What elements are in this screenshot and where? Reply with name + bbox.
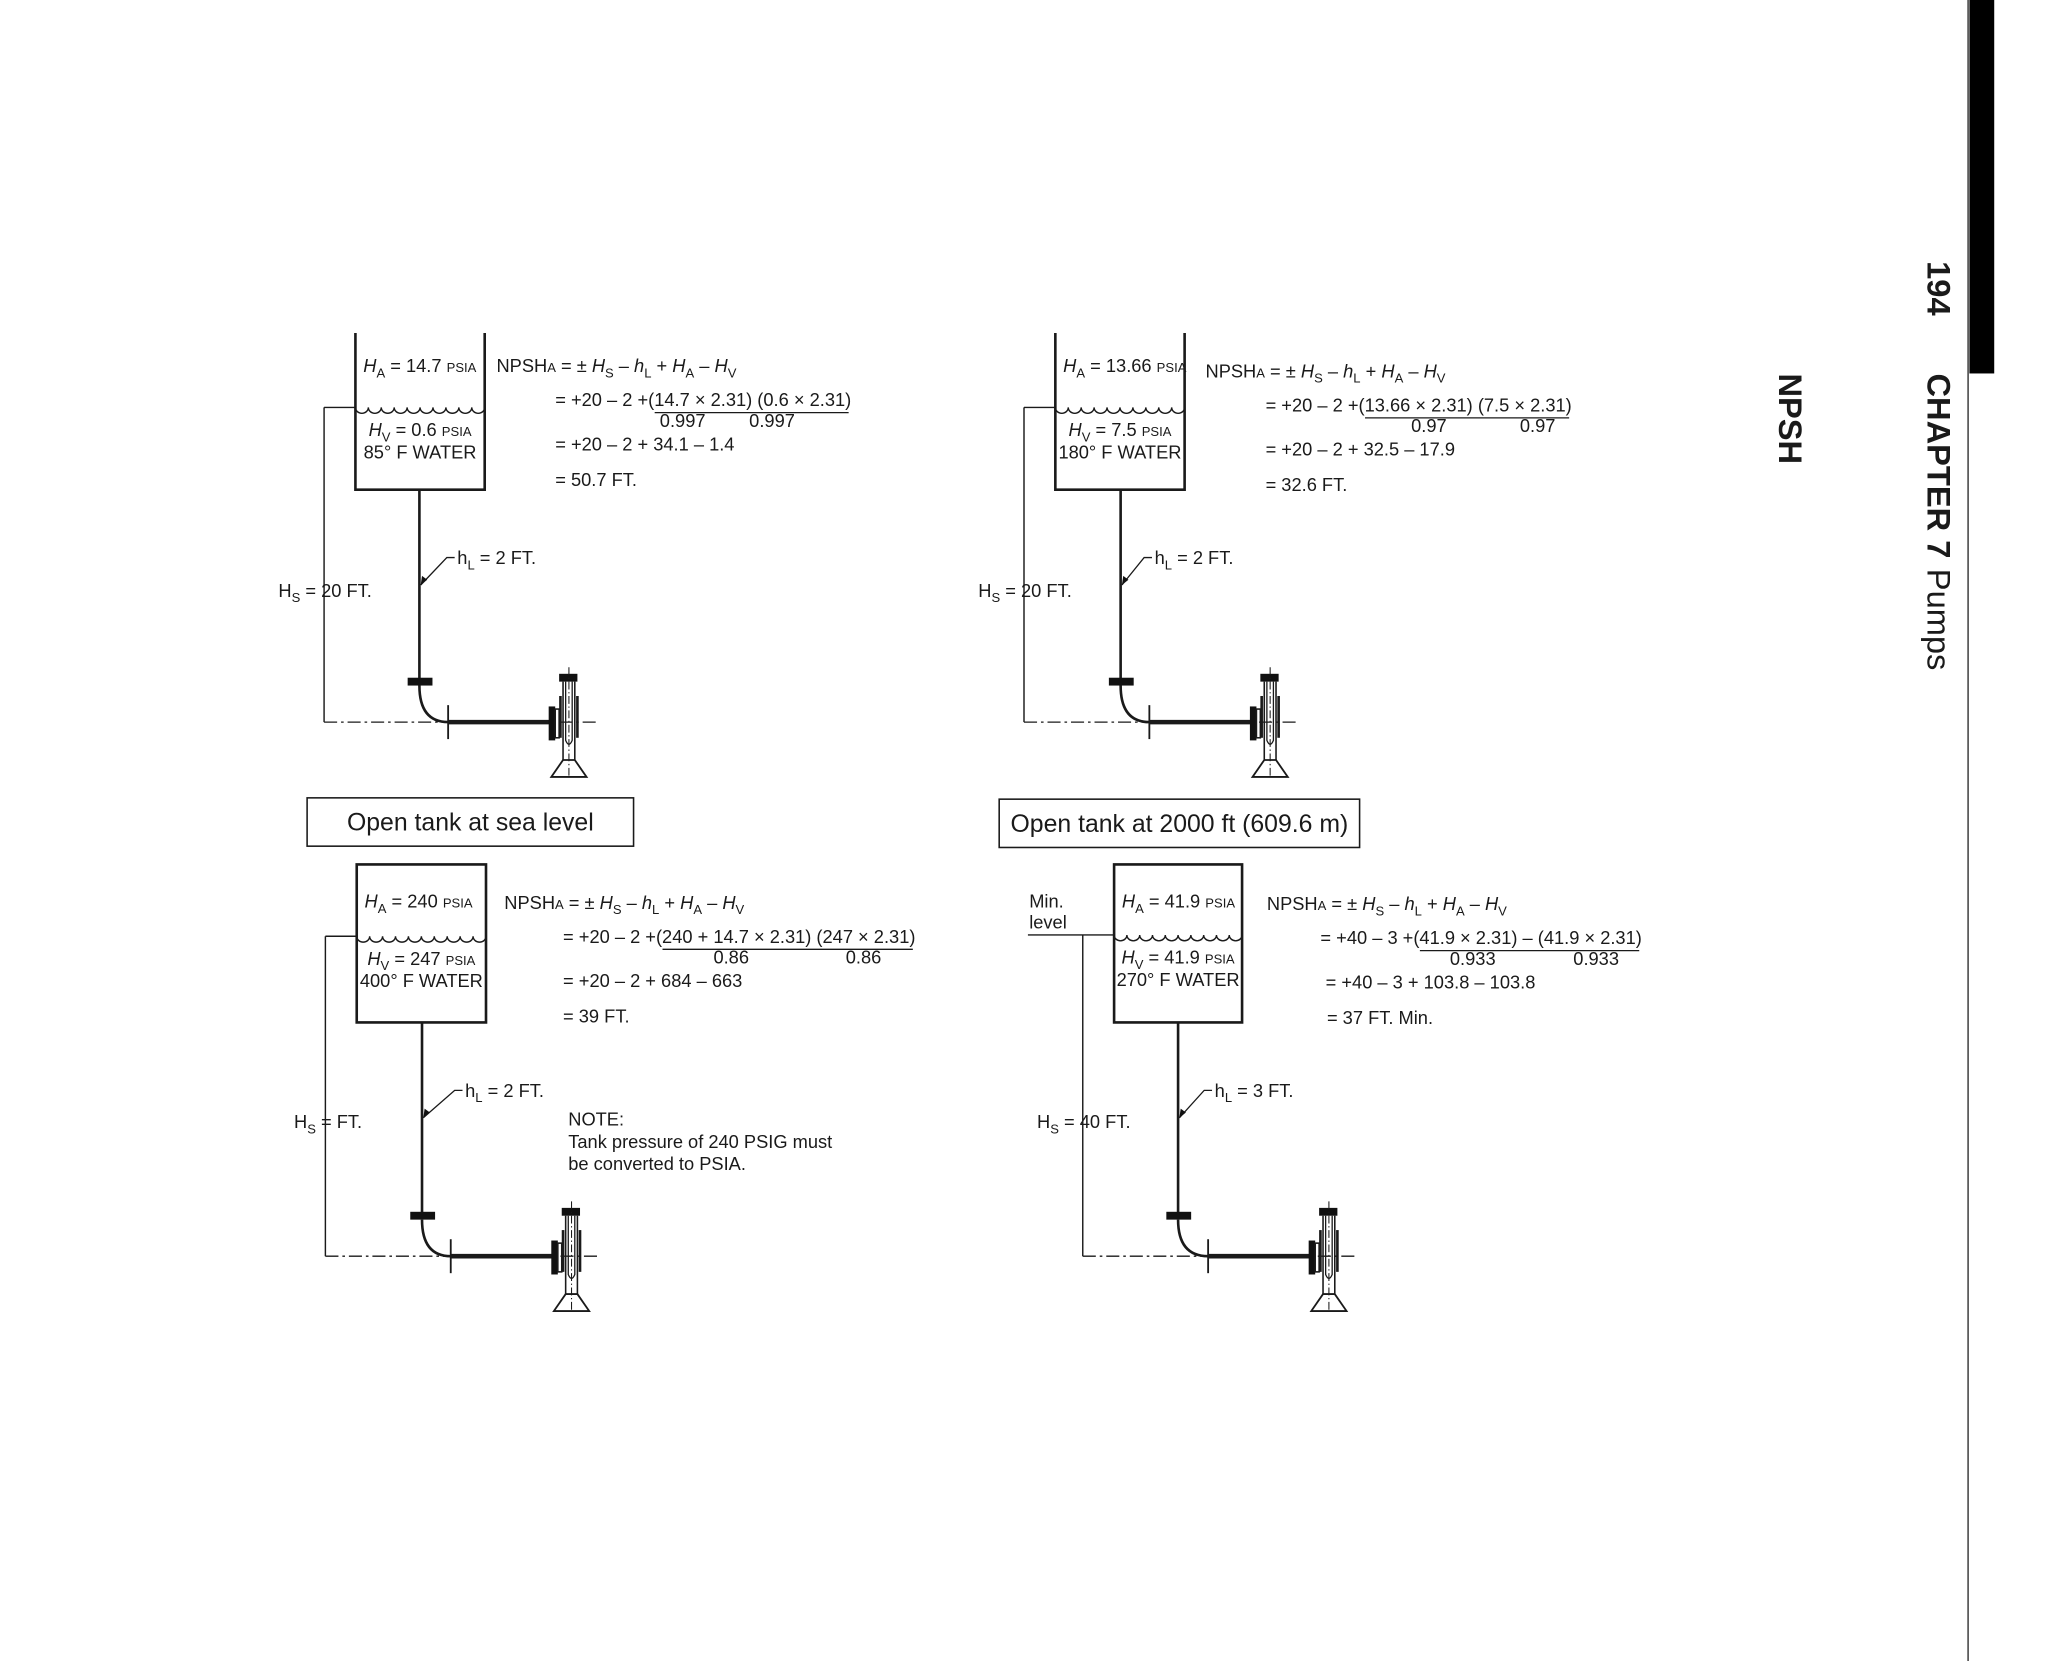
caption-box	[306, 797, 635, 847]
equation-numerator: (13.66 × 2.31) (7.5 × 2.31)	[1359, 394, 1572, 415]
caption-box	[998, 798, 1361, 849]
npsh-formula: NPSHA = ± HS – hL + HA – HV	[504, 892, 744, 917]
chapter-heading: CHAPTER 7 Pumps	[1921, 373, 1958, 670]
npsh-formula: NPSHA = ± HS – hL + HA – HV	[1206, 360, 1446, 385]
min-level-label: Min.	[1029, 891, 1064, 912]
friction-loss-label: hL = 2 FT.	[457, 547, 536, 572]
npsh-example-3: = +20 – 2 + HA = 240 PSIA HV = 247 PSIA40…	[294, 863, 915, 1312]
equation-line-1-prefix: = +20 – 2 +	[1266, 394, 1359, 415]
equation-denominator: 0.86	[846, 947, 882, 968]
pipe-flange	[410, 1211, 436, 1220]
pump-icon	[1249, 667, 1290, 778]
pipe-flange	[407, 677, 433, 686]
leader-line	[1121, 556, 1152, 586]
liquid-level-line	[354, 407, 486, 415]
chapter-label: CHAPTER 7	[1921, 373, 1958, 558]
equation-denominator: 0.933	[1450, 948, 1496, 969]
arrowhead-icon	[1179, 1108, 1186, 1118]
vapor-pressure-label: HV = 0.6 PSIA	[369, 419, 472, 444]
equation-result: = 39 FT.	[563, 1005, 630, 1026]
leader-line	[422, 1089, 463, 1119]
fluid-label: 180° F WATER	[1058, 441, 1181, 462]
equation-denominator: 0.997	[749, 410, 795, 431]
equation-result: = 50.7 FT.	[555, 469, 637, 490]
pipe-flange	[1166, 1211, 1192, 1220]
pipe-elbow	[1119, 685, 1150, 724]
static-head-label: HS = 40 FT.	[1037, 1111, 1130, 1136]
npsh-formula: NPSHA = ± HS – hL + HA – HV	[1267, 893, 1507, 918]
note-text: Tank pressure of 240 PSIG must	[568, 1131, 832, 1152]
equation-denominator: 0.97	[1520, 415, 1556, 436]
fluid-label: 85° F WATER	[364, 441, 477, 462]
equation-result: = 32.6 FT.	[1266, 474, 1348, 495]
equation-line-1-prefix: = +20 – 2 +	[563, 926, 656, 947]
equation-denominator: 0.997	[660, 410, 706, 431]
equation-line-1-prefix: = +40 – 3 +	[1320, 927, 1413, 948]
vapor-pressure-label: HV = 41.9 PSIA	[1122, 947, 1235, 972]
equation-line-2: = +40 – 3 + 103.8 – 103.8	[1326, 972, 1536, 993]
equation-result: = 37 FT. Min.	[1327, 1007, 1433, 1028]
pipe-elbow	[420, 1219, 451, 1258]
equation-numerator: (14.7 × 2.31) (0.6 × 2.31)	[648, 389, 851, 410]
liquid-level-line	[1113, 934, 1243, 942]
equation-line-2: = +20 – 2 + 684 – 663	[563, 970, 742, 991]
atmospheric-head-label: HA = 14.7 PSIA	[363, 355, 476, 380]
equation-numerator: (41.9 × 2.31) – (41.9 × 2.31)	[1413, 927, 1641, 948]
vapor-pressure-label: HV = 247 PSIA	[367, 948, 475, 973]
npsh-diagrams: = +20 – 2 + HA = 14.7 PSIA HV = 0.6 PSIA8…	[278, 332, 1642, 1312]
leader-line	[420, 556, 455, 586]
equation-line-2: = +20 – 2 + 32.5 – 17.9	[1266, 439, 1455, 460]
equation-denominator: 0.86	[713, 947, 749, 968]
liquid-level-line	[356, 936, 487, 943]
fluid-label: 400° F WATER	[360, 970, 483, 991]
npsh-formula: NPSHA = ± HS – hL + HA – HV	[496, 355, 736, 380]
friction-loss-label: hL = 2 FT.	[465, 1080, 544, 1105]
arrowhead-icon	[423, 1108, 430, 1118]
arrowhead-icon	[1121, 575, 1129, 586]
leader-line	[1178, 1089, 1213, 1119]
atmospheric-head-label: HA = 13.66 PSIA	[1063, 355, 1187, 380]
pump-icon	[551, 1201, 591, 1312]
equation-denominator: 0.933	[1573, 948, 1619, 969]
closed-tank	[355, 863, 488, 1024]
fluid-label: 270° F WATER	[1117, 969, 1240, 990]
static-head-label: HS = FT.	[294, 1111, 362, 1136]
figure-caption: Open tank at 2000 ft (609.6 m)	[1011, 811, 1349, 838]
friction-loss-label: hL = 2 FT.	[1155, 547, 1234, 572]
equation-line-2: = +20 – 2 + 34.1 – 1.4	[555, 434, 734, 455]
pipe-elbow	[418, 685, 449, 724]
atmospheric-head-label: HA = 240 PSIA	[365, 891, 473, 916]
friction-loss-label: hL = 3 FT.	[1215, 1080, 1294, 1105]
vapor-pressure-label: HV = 7.5 PSIA	[1069, 419, 1172, 444]
equation-line-1-prefix: = +20 – 2 +	[555, 389, 648, 410]
npsh-example-2: = +20 – 2 + HA = 13.66 PSIA HV = 7.5 PSIA…	[978, 332, 1572, 849]
pump-icon	[548, 667, 589, 778]
running-header: 194 CHAPTER 7 Pumps	[1921, 261, 1958, 670]
static-head-label: HS = 20 FT.	[978, 580, 1071, 605]
page-number: 194	[1921, 261, 1958, 315]
closed-tank	[1112, 863, 1244, 1024]
npsh-example-1: = +20 – 2 + HA = 14.7 PSIA HV = 0.6 PSIA8…	[278, 332, 851, 847]
static-head-label: HS = 20 FT.	[278, 580, 371, 605]
note-text: be converted to PSIA.	[568, 1153, 746, 1174]
chapter-title: Pumps	[1921, 569, 1958, 671]
npsh-example-4: = +40 – 3 + HA = 41.9 PSIA HV = 41.9 PSIA…	[1027, 863, 1642, 1312]
min-level-label: level	[1029, 911, 1067, 932]
section-title: NPSH	[1772, 373, 1809, 464]
pipe-flange	[1108, 677, 1134, 686]
equation-numerator: (240 + 14.7 × 2.31) (247 × 2.31)	[656, 926, 915, 947]
atmospheric-head-label: HA = 41.9 PSIA	[1122, 891, 1235, 916]
figure-caption: Open tank at sea level	[347, 810, 594, 837]
pump-icon	[1308, 1201, 1349, 1312]
liquid-level-line	[1054, 407, 1186, 415]
arrowhead-icon	[420, 575, 428, 586]
equation-denominator: 0.97	[1411, 415, 1447, 436]
pipe-elbow	[1176, 1219, 1209, 1258]
chapter-thumb-tab	[1969, 0, 1995, 374]
note-heading: NOTE:	[568, 1109, 624, 1130]
